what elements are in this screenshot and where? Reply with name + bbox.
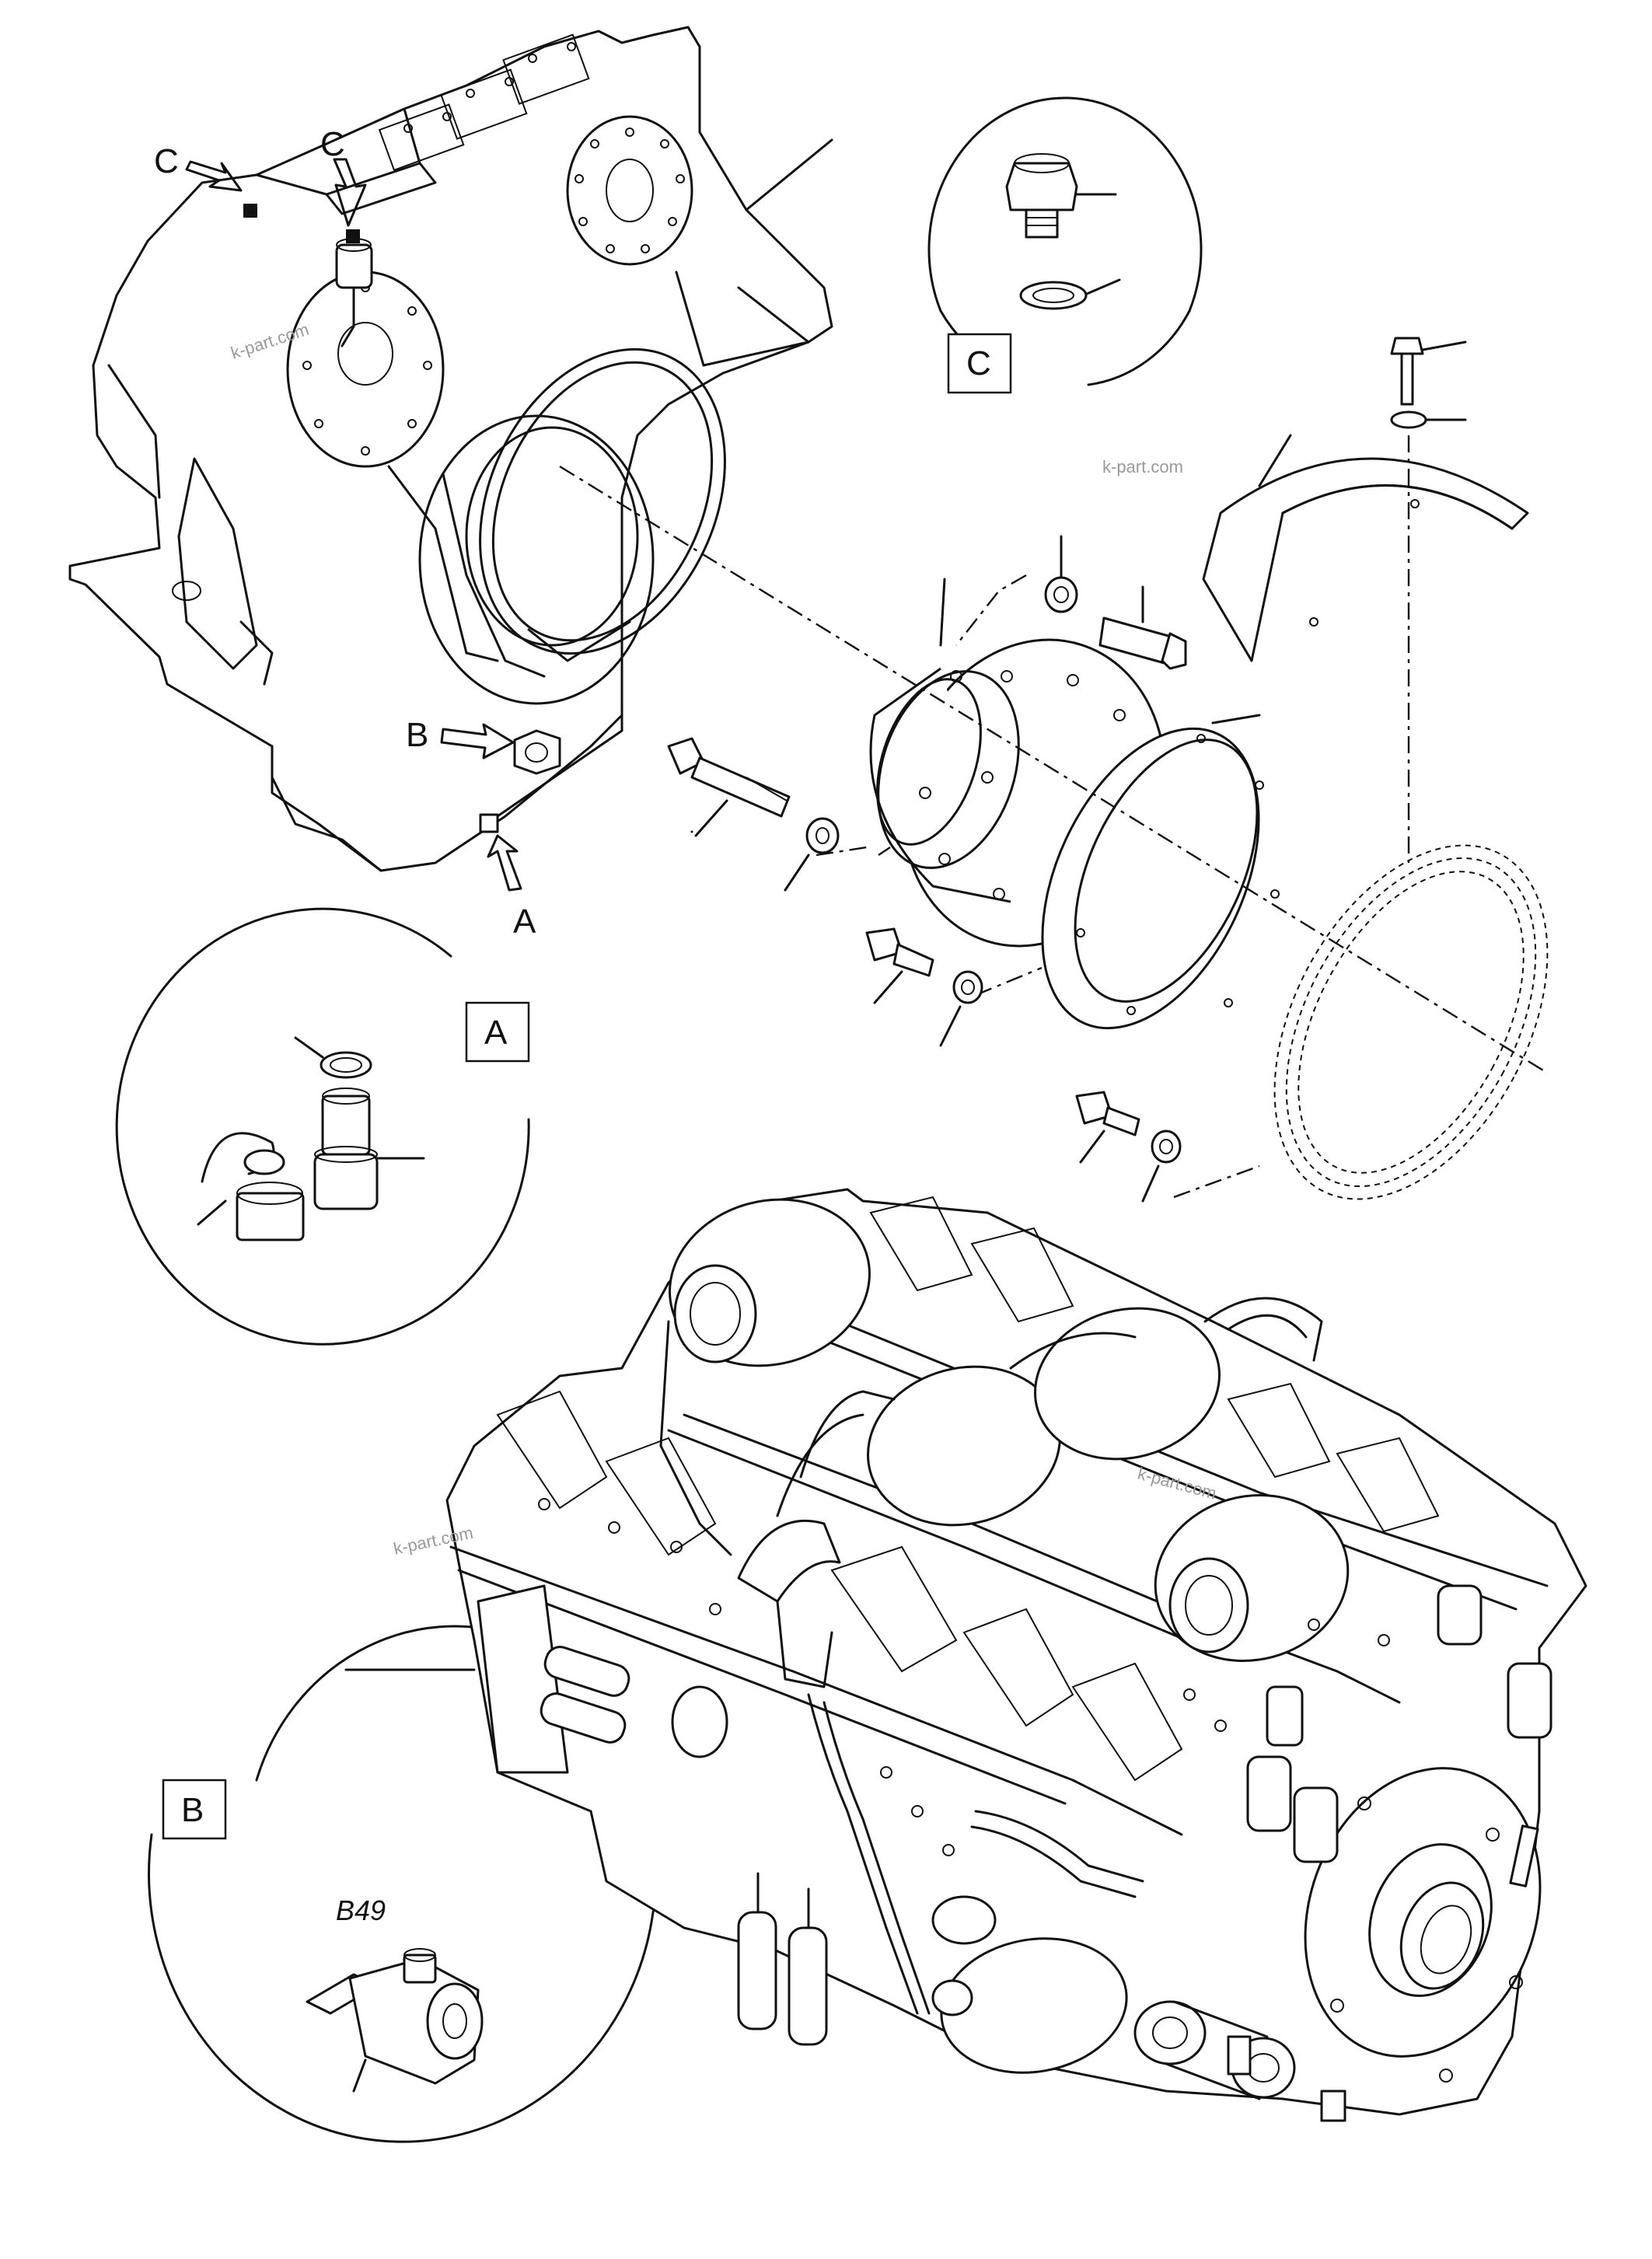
centre-axes [559, 465, 1548, 1199]
coupling-hub [869, 578, 1280, 1030]
detail-box-label-b: B [181, 1791, 204, 1829]
engine-assembly [344, 1188, 1587, 2122]
watermark-guard: k-part.com [1102, 457, 1183, 477]
leader-gearbox [745, 138, 833, 211]
callout-label-c-left: C [154, 142, 179, 180]
sensor-code-label: B49 [336, 1894, 386, 1926]
detail-circle-b [148, 1625, 664, 2143]
detail-box-a [465, 1001, 530, 1063]
detail-circle-a [115, 907, 530, 1346]
bolts-and-washers [667, 535, 1187, 1203]
callout-label-b: B [406, 716, 428, 754]
callout-label-c-top: C [320, 125, 345, 163]
callout-label-a: A [513, 903, 536, 941]
detail-box-b [162, 1779, 227, 1840]
flywheel-ring-dotted [1273, 844, 1549, 1200]
detail-box-label-c: C [966, 344, 991, 382]
detail-box-c [947, 333, 1012, 394]
curved-guard [1202, 337, 1529, 863]
gearbox-housing [68, 26, 833, 872]
callout-arrows [185, 158, 522, 892]
detail-circle-c [927, 96, 1203, 386]
detail-box-label-a: A [484, 1014, 508, 1052]
